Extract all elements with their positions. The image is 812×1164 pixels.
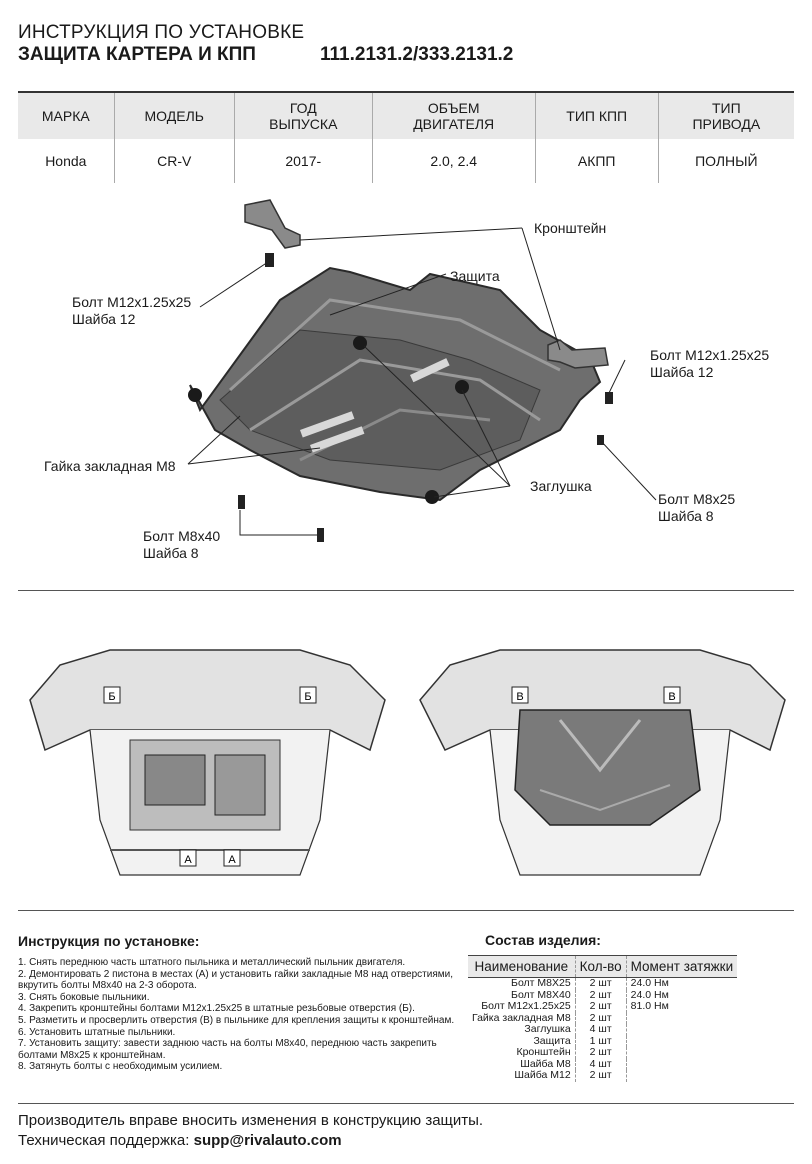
callout-plug: Заглушка — [530, 478, 592, 494]
spec-header-make: МАРКА — [18, 91, 115, 139]
footer-support: Техническая поддержка: supp@rivalauto.co… — [18, 1132, 342, 1149]
callout-bolt-m8x25-2: Шайба 8 — [658, 508, 714, 524]
instruction-step: 5. Разметить и просверлить отверстия (В)… — [18, 1014, 455, 1026]
parts-header-name: Наименование — [468, 955, 576, 978]
callout-bolt-m8x25-1: Болт M8x25 — [658, 491, 736, 507]
spec-make: Honda — [45, 153, 87, 169]
instruction-step: 8. Затянуть болты с необходимым усилием. — [18, 1061, 223, 1073]
instruction-step: 3. Снять боковые пыльники. — [18, 991, 150, 1003]
callout-bolt-m8x40-1: Болт M8x40 — [143, 528, 221, 544]
marker-b-right: Б — [304, 691, 311, 703]
doc-title-line2: ЗАЩИТА КАРТЕРА И КПП — [18, 44, 256, 65]
support-label: Техническая поддержка: — [18, 1132, 194, 1149]
instruction-step: 7. Установить защиту: завести заднюю час… — [18, 1038, 437, 1061]
spec-model: CR-V — [113, 139, 235, 183]
marker-b-left: Б — [108, 691, 115, 703]
product-code: 111.2131.2/333.2131.2 — [320, 44, 514, 65]
parts-header-qty: Кол-во — [574, 955, 627, 978]
callout-nut: Гайка закладная M8 — [44, 458, 176, 474]
instructions-title: Инструкция по установке: — [18, 933, 200, 949]
spec-header-model: МОДЕЛЬ — [113, 91, 235, 139]
installation-illustrations: Б Б А А В В — [29, 649, 786, 876]
support-email-link[interactable]: supp@rivalauto.com — [193, 1132, 342, 1149]
callout-bolt-left-1: Болт M12x1.25x25 — [72, 294, 192, 310]
instruction-step: 2. Демонтировать 2 пистона в местах (А) … — [18, 968, 453, 992]
section-divider-2 — [18, 910, 794, 911]
leader-lines — [187, 227, 657, 536]
instruction-step: 6. Установить штатные пыльники. — [18, 1026, 176, 1038]
after-install-view — [419, 649, 786, 876]
instruction-step: 4. Закрепить кронштейны болтами М12х1.25… — [18, 1003, 415, 1015]
bracket-illustration — [244, 199, 609, 369]
callout-bolt-m8x40-2: Шайба 8 — [143, 545, 199, 561]
spec-value-row: Honda CR-V 2017- 2.0, 2.4 АКПП ПОЛНЫЙ — [18, 139, 794, 183]
callout-bolt-left-2: Шайба 12 — [72, 311, 136, 327]
parts-table: Наименование Кол-во Момент затяжки Болт … — [468, 955, 738, 1082]
callout-shield: Защита — [450, 268, 500, 284]
parts-header-torque: Момент затяжки — [625, 955, 738, 978]
callout-bracket: Кронштейн — [534, 220, 607, 236]
callout-bolt-right-2: Шайба 12 — [650, 364, 714, 380]
marker-v-left: В — [516, 691, 523, 703]
before-install-view — [29, 649, 386, 876]
instruction-step: 1. Снять переднюю часть штатного пыльник… — [18, 957, 406, 968]
section-divider — [18, 590, 794, 591]
parts-title: Состав изделия: — [485, 932, 601, 948]
footer-notice: Производитель вправе вносить изменения в… — [18, 1112, 484, 1129]
spec-header-gearbox: ТИП КПП — [534, 91, 659, 139]
marker-arrows: Б Б А А В В — [103, 686, 681, 867]
footer-divider — [18, 1103, 794, 1104]
spec-drive: ПОЛНЫЙ — [657, 139, 794, 183]
doc-title-line1: ИНСТРУКЦИЯ ПО УСТАНОВКЕ — [18, 22, 305, 43]
parts-header-row: Наименование Кол-во Момент затяжки — [468, 955, 738, 978]
shield-illustration — [188, 266, 602, 504]
marker-a-right: А — [228, 854, 236, 866]
callout-bolt-right-1: Болт M12x1.25x25 — [650, 347, 770, 363]
spec-year: 2017- — [233, 139, 373, 183]
instructions-list: 1. Снять переднюю часть штатного пыльник… — [18, 957, 458, 1073]
marker-a-left: А — [184, 854, 192, 866]
spec-engine: 2.0, 2.4 — [371, 139, 536, 183]
marker-v-right: В — [668, 691, 675, 703]
exploded-diagram — [187, 199, 657, 542]
spec-gearbox: АКПП — [534, 139, 659, 183]
